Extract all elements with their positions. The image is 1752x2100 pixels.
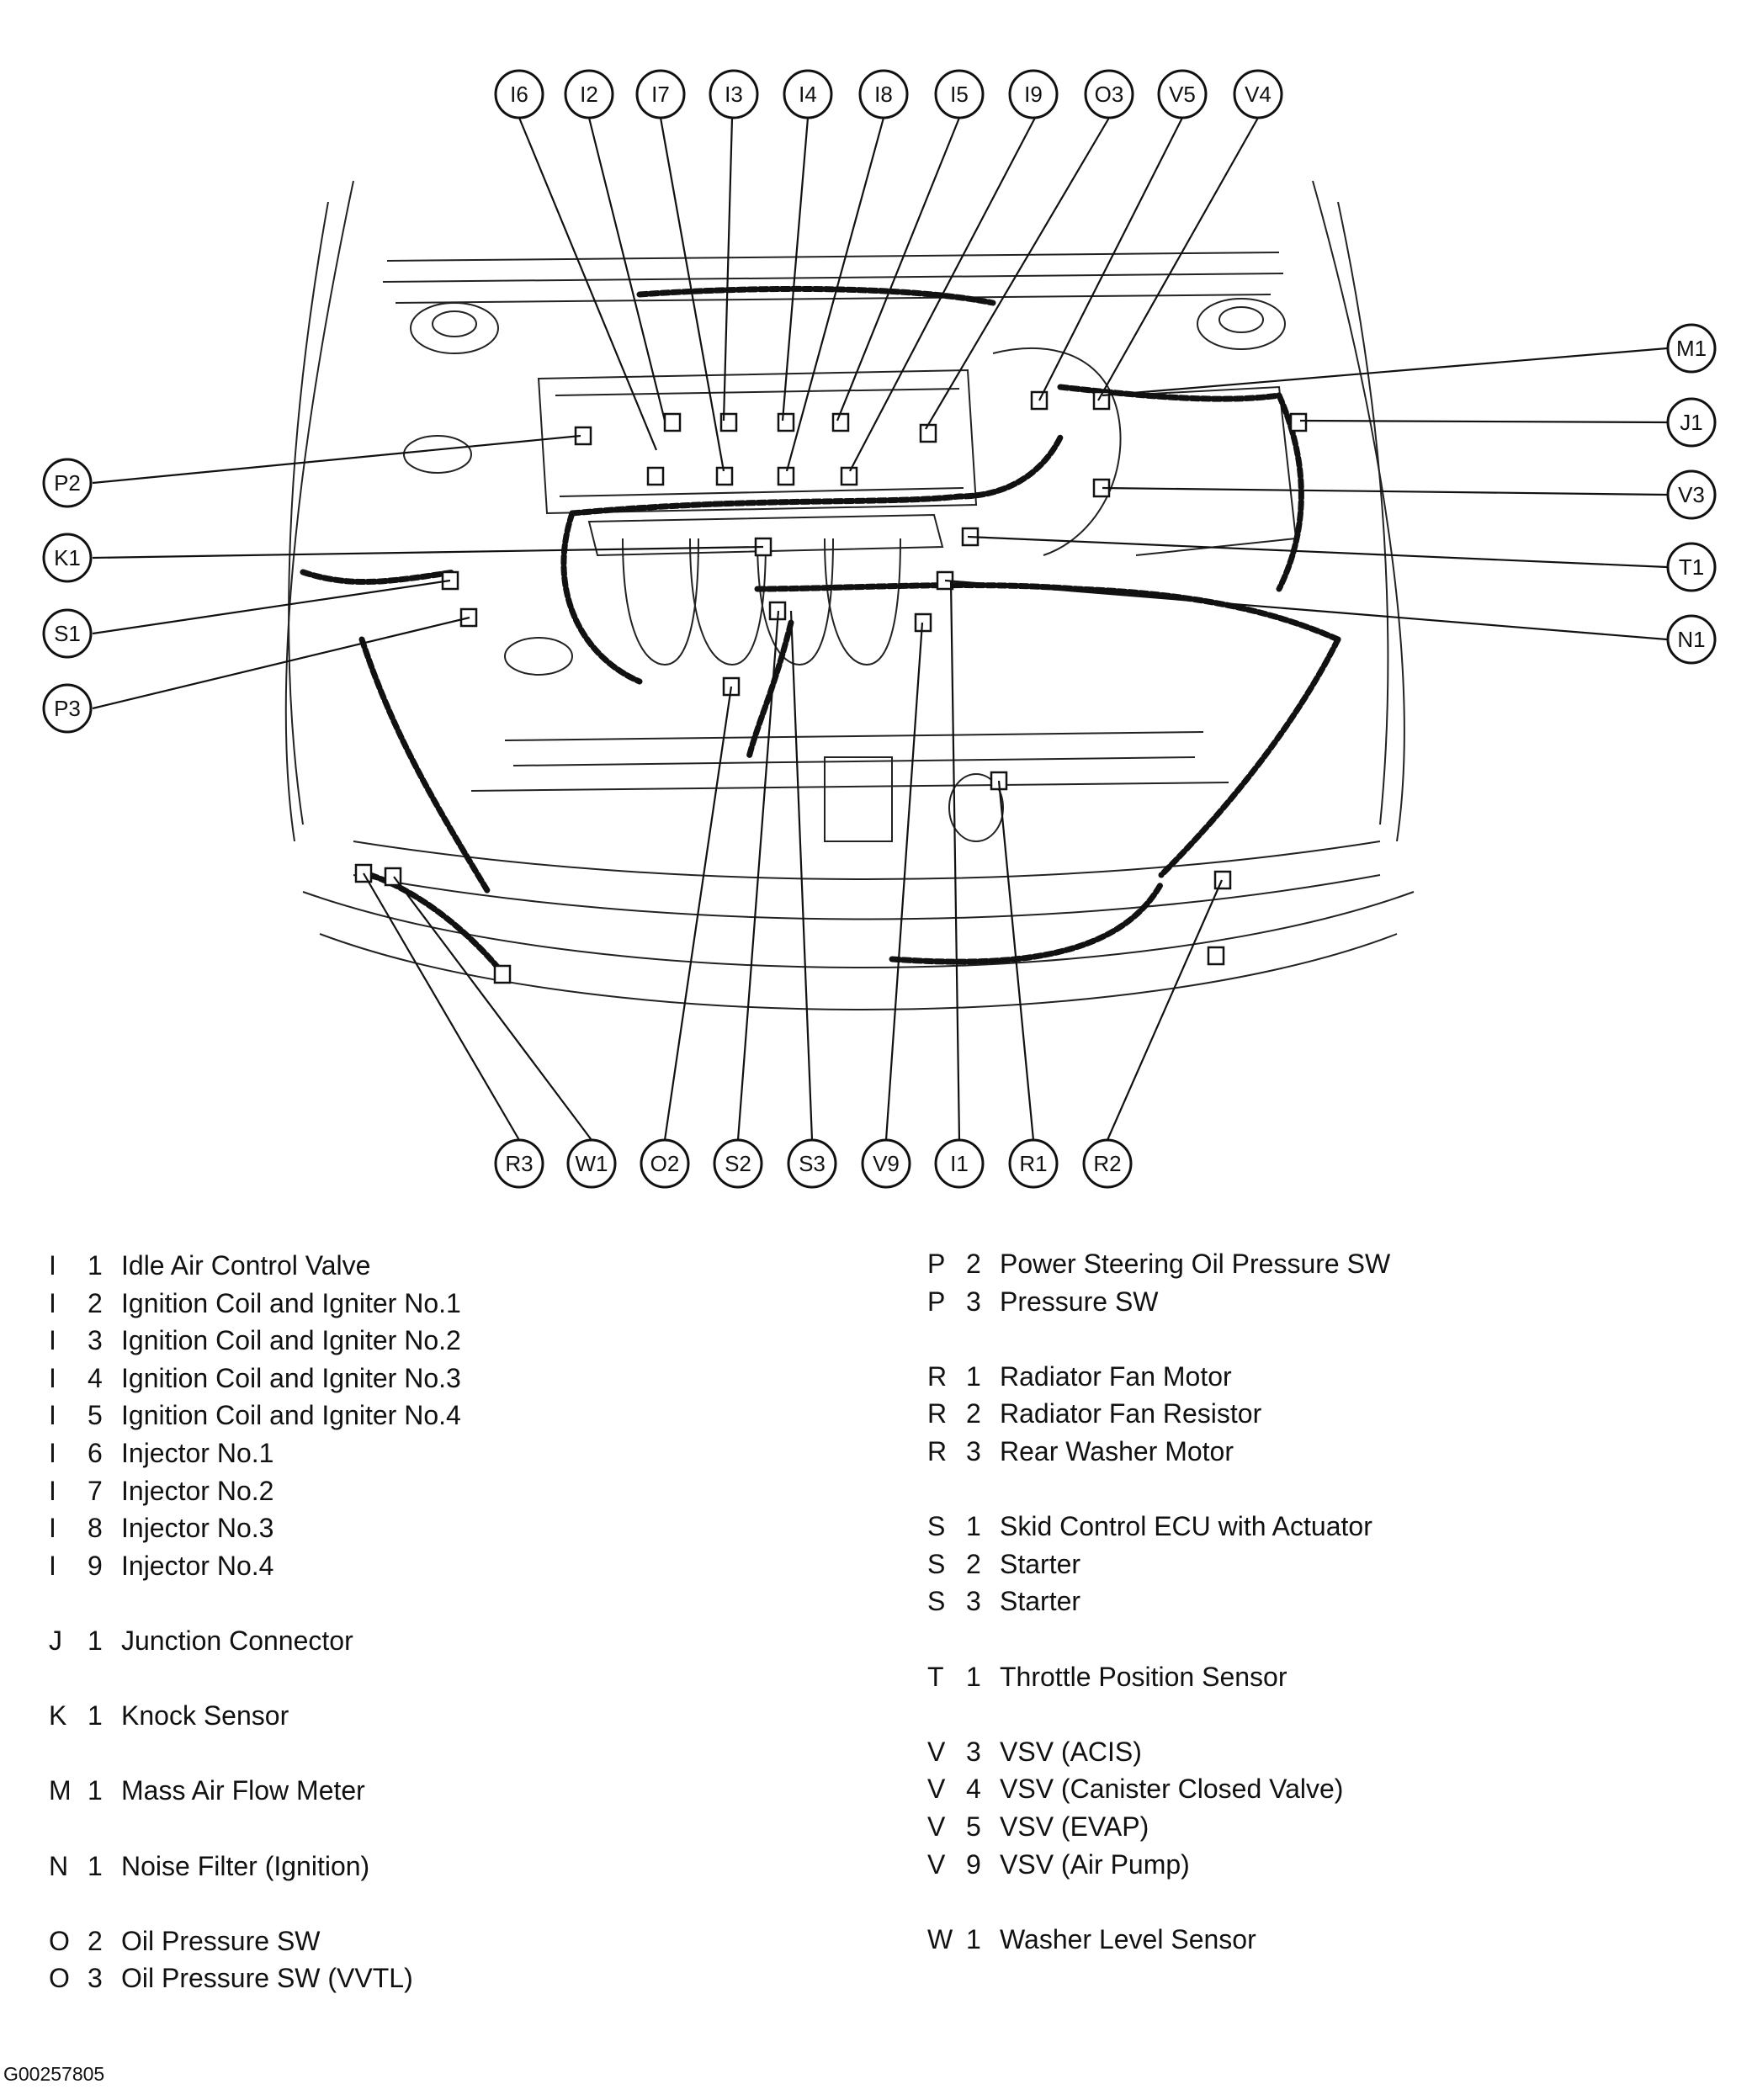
callout-i3: I3 [709,69,759,119]
callout-i1: I1 [934,1138,985,1189]
svg-text:V5: V5 [1169,82,1196,107]
callout-w1: W1 [566,1138,617,1189]
callout-j1: J1 [1666,397,1717,448]
callout-o3: O3 [1084,69,1134,119]
callout-s1: S1 [42,608,93,659]
svg-text:P3: P3 [54,696,81,721]
callout-i8: I8 [858,69,909,119]
callout-v3: V3 [1666,469,1717,520]
callout-i6: I6 [494,69,544,119]
connectors [354,390,1308,984]
callout-p2: P2 [42,458,93,508]
svg-text:S2: S2 [725,1151,751,1176]
engine-compartment-diagram: I6 I2 I7 I3 I4 I8 I5 I9 O3 V5 V4 M1 J1 V… [42,69,1717,1189]
svg-text:T1: T1 [1679,554,1704,580]
svg-text:P2: P2 [54,470,81,496]
callout-n1: N1 [1666,614,1717,665]
svg-text:I7: I7 [651,82,670,107]
svg-text:I9: I9 [1024,82,1043,107]
svg-text:I8: I8 [874,82,893,107]
leader-lines [92,117,1668,1141]
callout-t1: T1 [1666,542,1717,592]
svg-text:W1: W1 [576,1151,608,1176]
callout-v9: V9 [861,1138,911,1189]
svg-text:V3: V3 [1678,482,1705,507]
callout-i5: I5 [934,69,985,119]
svg-text:R1: R1 [1019,1151,1047,1176]
svg-text:N1: N1 [1677,627,1705,652]
svg-text:O2: O2 [650,1151,680,1176]
svg-text:K1: K1 [54,545,81,570]
callout-v5: V5 [1157,69,1208,119]
callout-i2: I2 [564,69,614,119]
svg-text:I2: I2 [580,82,598,107]
callout-s3: S3 [787,1138,837,1189]
svg-text:I1: I1 [950,1151,969,1176]
callout-s2: S2 [713,1138,763,1189]
callout-p3: P3 [42,683,93,734]
svg-text:V9: V9 [873,1151,900,1176]
svg-text:I3: I3 [725,82,743,107]
callout-i9: I9 [1008,69,1059,119]
svg-text:I6: I6 [510,82,528,107]
callout-v4: V4 [1233,69,1283,119]
svg-text:O3: O3 [1095,82,1124,107]
wire-harness [300,285,1341,979]
svg-text:I4: I4 [799,82,817,107]
svg-text:M1: M1 [1676,336,1707,361]
svg-text:R3: R3 [505,1151,533,1176]
callout-r3: R3 [494,1138,544,1189]
callout-k1: K1 [42,533,93,583]
callout-i7: I7 [635,69,686,119]
callout-m1: M1 [1666,323,1717,374]
svg-text:R2: R2 [1093,1151,1121,1176]
svg-text:I5: I5 [950,82,969,107]
callout-i4: I4 [783,69,833,119]
svg-text:V4: V4 [1245,82,1272,107]
figure-id: G00257805 [3,2063,105,2085]
callout-r2: R2 [1082,1138,1133,1189]
engine-compartment-outline [284,180,1415,1010]
callout-o2: O2 [640,1138,690,1189]
svg-text:S1: S1 [54,621,81,646]
svg-text:J1: J1 [1680,410,1702,435]
callout-r1: R1 [1008,1138,1059,1189]
svg-text:S3: S3 [799,1151,826,1176]
